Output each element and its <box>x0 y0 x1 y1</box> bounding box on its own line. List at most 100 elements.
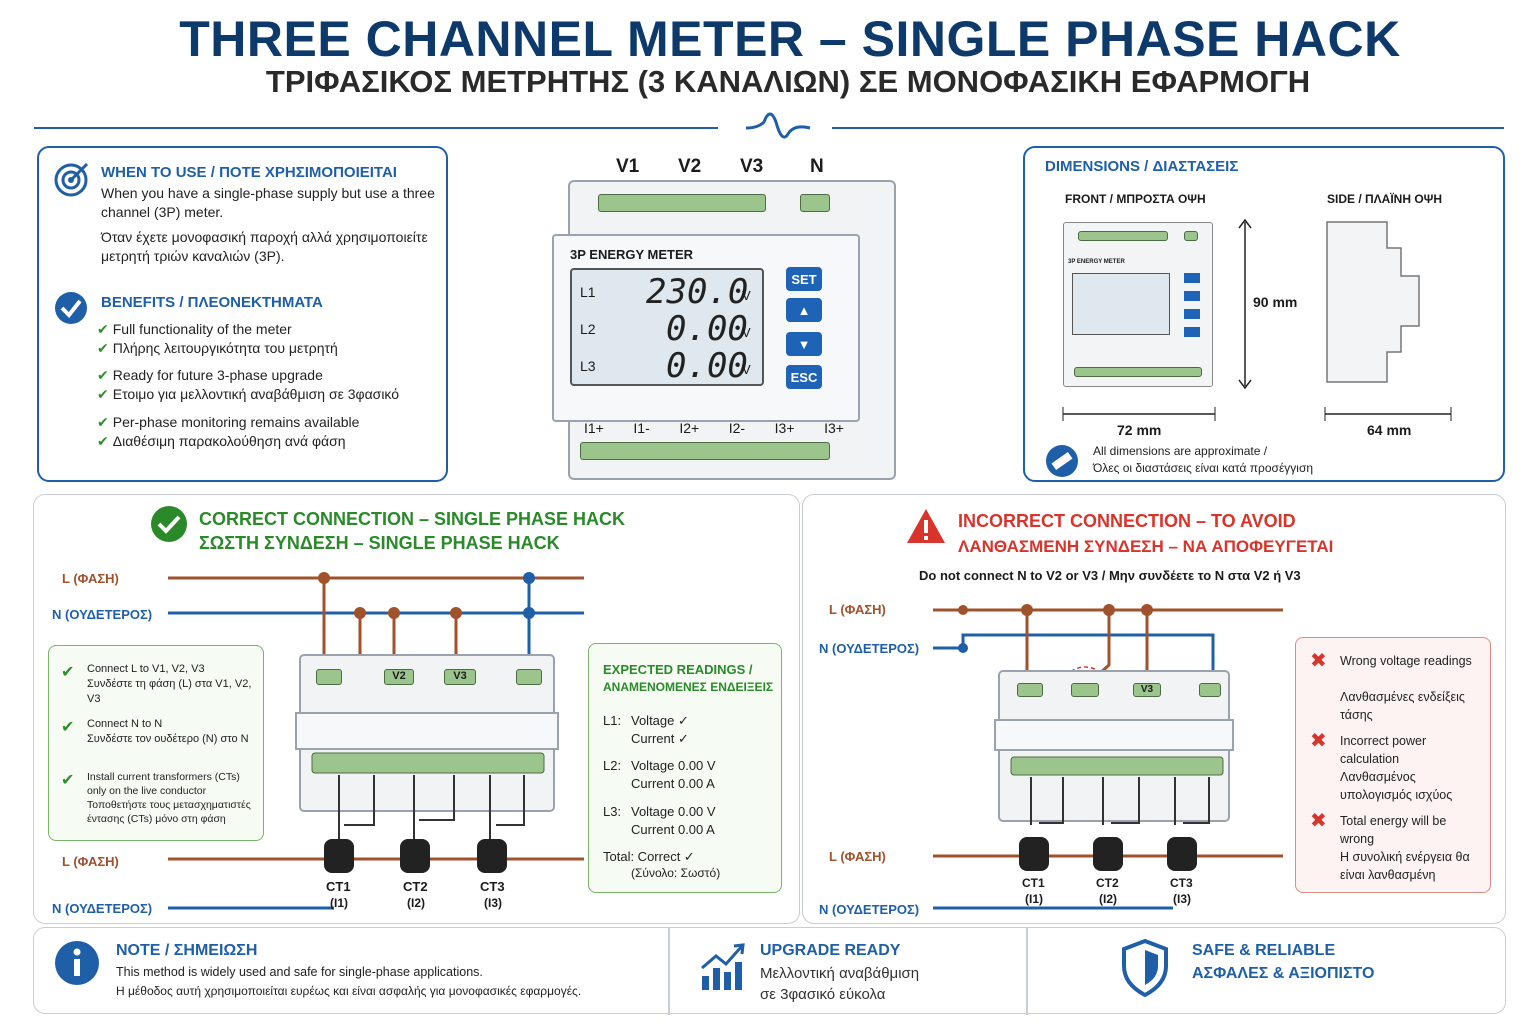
incorrect-connection-panel: INCORRECT CONNECTION – TO AVOID ΛΑΝΘΑΣΜΕ… <box>802 494 1506 924</box>
meter-top-terminals <box>598 194 766 212</box>
correct-terminal-v1 <box>316 669 342 685</box>
incorrect-terminal-v2 <box>1071 683 1099 697</box>
errors-box: ✖ Wrong voltage readings Λανθασμένες ενδ… <box>1295 637 1491 893</box>
correct-terminal-n <box>516 669 542 685</box>
set-button[interactable]: SET <box>786 267 822 291</box>
height-dimension-arrow <box>1238 218 1252 390</box>
ct-clamp-icon <box>477 839 507 873</box>
benefit-item-3: ✔Per-phase monitoring remains available … <box>97 414 360 449</box>
correct-wiring-diagram <box>168 572 584 910</box>
note-text-en: This method is widely used and safe for … <box>116 965 483 979</box>
incorrect-n-label-top: N (ΟΥΔΕΤΕΡΟΣ) <box>819 641 920 656</box>
shield-icon <box>1122 938 1168 998</box>
expected-readings-box: EXPECTED READINGS / ΑΝΑΜΕΝΟΜΕΝΕΣ ΕΝΔΕΙΞΕ… <box>588 643 782 893</box>
note-text-gr: Η μέθοδος αυτή χρησιμοποιείται ευρέως κα… <box>116 984 582 998</box>
step-3: ✔ Install current transformers (CTs) onl… <box>61 771 251 825</box>
correct-heading-en: CORRECT CONNECTION – SINGLE PHASE HACK <box>199 509 626 529</box>
correct-terminal-v3: V3 <box>444 669 476 685</box>
correct-l-label-bottom: L (ΦΑΣΗ) <box>62 854 119 869</box>
expected-l2: Voltage 0.00 V <box>631 758 716 773</box>
page-subtitle: ΤΡΙΦΑΣΙΚΟΣ ΜΕΤΡΗΤΗΣ (3 ΚΑΝΑΛΙΩΝ) ΣΕ ΜΟΝΟ… <box>265 64 1311 99</box>
meter-bottom-labels: I1+I1- I2+I2- I3+I3+ <box>584 420 844 436</box>
upgrade-text-1: Μελλοντική αναβάθμιση <box>760 965 920 982</box>
incorrect-l-label-top: L (ΦΑΣΗ) <box>829 602 886 617</box>
ct1-label: CT1 <box>326 879 351 894</box>
when-to-use-panel: WHEN TO USE / ΠΟΤΕ ΧΡΗΣΙΜΟΠΟΙΕΙΤΑΙ When … <box>37 146 448 482</box>
ct-clamp-icon <box>324 839 354 873</box>
correct-steps-box: ✔ Connect L to V1, V2, V3 Συνδέστε τη φά… <box>48 645 264 841</box>
benefit-item-2: ✔Ready for future 3-phase upgrade ✔Ετοιμ… <box>97 367 400 402</box>
expected-l3: Voltage 0.00 V <box>631 804 716 819</box>
correct-n-label-top: N (ΟΥΔΕΤΕΡΟΣ) <box>52 607 153 622</box>
incorrect-heading-en: INCORRECT CONNECTION – TO AVOID <box>958 511 1296 531</box>
side-view-drawing <box>1326 221 1420 383</box>
footer-bar: NOTE / ΣΗΜΕΙΩΣΗ This method is widely us… <box>33 927 1506 1015</box>
check-circle-icon <box>55 292 87 324</box>
check-circle-icon <box>151 506 187 542</box>
incorrect-n-label-bottom: N (ΟΥΔΕΤΕΡΟΣ) <box>819 902 920 917</box>
ct2-label: CT2 <box>403 879 428 894</box>
height-value: 90 mm <box>1253 294 1298 310</box>
esc-button[interactable]: ESC <box>786 365 822 389</box>
note-heading: NOTE / ΣΗΜΕΙΩΣΗ <box>116 942 258 959</box>
meter-label-v3: V3 <box>740 156 764 177</box>
error-1: Wrong voltage readings <box>1340 654 1472 668</box>
chart-up-icon <box>701 943 745 990</box>
side-view-label: SIDE / ΠΛΑΪΝΗ ΟΨΗ <box>1327 192 1443 206</box>
meter-label-n: N <box>810 156 824 177</box>
ct-clamp-icon <box>1019 837 1049 871</box>
footer-divider <box>1026 928 1028 1015</box>
page-title: THREE CHANNEL METER – SINGLE PHASE HACK <box>179 11 1401 67</box>
error-3: Total energy will be wrong <box>1340 814 1447 846</box>
benefit-item-1: ✔Full functionality of the meter ✔Πλήρης… <box>97 321 338 356</box>
safe-heading-en: SAFE & RELIABLE <box>1192 942 1336 959</box>
dimensions-heading: DIMENSIONS / ΔΙΑΣΤΑΣΕΙΣ <box>1045 158 1239 175</box>
incorrect-wiring-diagram <box>933 604 1283 910</box>
correct-n-label-bottom: N (ΟΥΔΕΤΕΡΟΣ) <box>52 901 153 916</box>
ct-clamp-icon <box>1093 837 1123 871</box>
width-dimension-arrow <box>1062 407 1216 421</box>
footer-divider <box>668 928 670 1015</box>
step-2: ✔ Connect N to N Συνδέστε τον ουδέτερο (… <box>61 718 249 745</box>
meter-name: 3P ENERGY METER <box>570 247 694 262</box>
upgrade-text-2: σε 3φασικό εύκολα <box>760 986 886 1003</box>
lcd-value-l2: 0.00 <box>666 309 748 349</box>
incorrect-terminal-n <box>1199 683 1221 697</box>
front-view-label: FRONT / ΜΠΡΟΣΤΑ ΟΨΗ <box>1065 192 1206 206</box>
incorrect-l-label-bottom: L (ΦΑΣΗ) <box>829 849 886 864</box>
depth-value: 64 mm <box>1367 422 1412 438</box>
dimensions-note-gr: Όλες οι διαστάσεις είναι κατά προσέγγιση <box>1093 461 1314 475</box>
divider-line <box>34 112 1504 139</box>
incorrect-heading-gr: ΛΑΝΘΑΣΜΕΝΗ ΣΥΝΔΕΣΗ – ΝΑ ΑΠΟΦΕΥΓΕΤΑΙ <box>958 537 1334 556</box>
expected-total: Total: Correct ✓ <box>603 849 695 864</box>
benefits-heading: BENEFITS / ΠΛΕΟΝΕΚΤΗΜΑΤΑ <box>101 294 323 311</box>
front-view-drawing: 3P ENERGY METER <box>1063 222 1213 387</box>
meter-bottom-terminals <box>580 442 830 460</box>
energy-meter: V1 V2 V3 N 3P ENERGY METER L1 230.0 V L2… <box>548 152 908 482</box>
meter-lcd: L1 230.0 V L2 0.00 V L3 0.00 V <box>570 268 764 386</box>
correct-connection-panel: CORRECT CONNECTION – SINGLE PHASE HACK Σ… <box>33 494 800 924</box>
up-button[interactable]: ▲ <box>786 298 822 322</box>
dimensions-panel: DIMENSIONS / ΔΙΑΣΤΑΣΕΙΣ FRONT / ΜΠΡΟΣΤΑ … <box>1023 146 1505 482</box>
dimensions-note-en: All dimensions are approximate / <box>1093 444 1268 458</box>
lcd-value-l3: 0.00 <box>666 346 748 386</box>
target-icon <box>54 162 89 197</box>
wave-icon <box>745 112 811 139</box>
lcd-value-l1: 230.0 <box>646 272 749 312</box>
incorrect-warning: Do not connect N to V2 or V3 / Μην συνδέ… <box>919 568 1301 583</box>
info-icon <box>55 941 99 985</box>
incorrect-terminal-v3: V3 <box>1133 683 1161 697</box>
ruler-icon <box>1046 445 1078 477</box>
width-value: 72 mm <box>1117 422 1162 438</box>
when-to-use-text-en: When you have a single-phase supply but … <box>101 185 435 220</box>
ct3-label: CT3 <box>480 879 505 894</box>
step-1: ✔ Connect L to V1, V2, V3 Συνδέστε τη φά… <box>61 663 252 705</box>
when-to-use-heading: WHEN TO USE / ΠΟΤΕ ΧΡΗΣΙΜΟΠΟΙΕΙΤΑΙ <box>101 164 397 181</box>
down-button[interactable]: ▼ <box>786 332 822 356</box>
meter-label-v1: V1 <box>616 156 640 177</box>
when-to-use-text-gr: Όταν έχετε μονοφασική παροχή αλλά χρησιμ… <box>101 229 428 264</box>
safe-heading-gr: ΑΣΦΑΛΕΣ & ΑΞΙΟΠΙΣΤΟ <box>1192 965 1375 982</box>
meter-n-terminal <box>800 194 830 212</box>
upgrade-heading: UPGRADE READY <box>760 942 901 959</box>
correct-heading-gr: ΣΩΣΤΗ ΣΥΝΔΕΣΗ – SINGLE PHASE HACK <box>199 533 560 553</box>
